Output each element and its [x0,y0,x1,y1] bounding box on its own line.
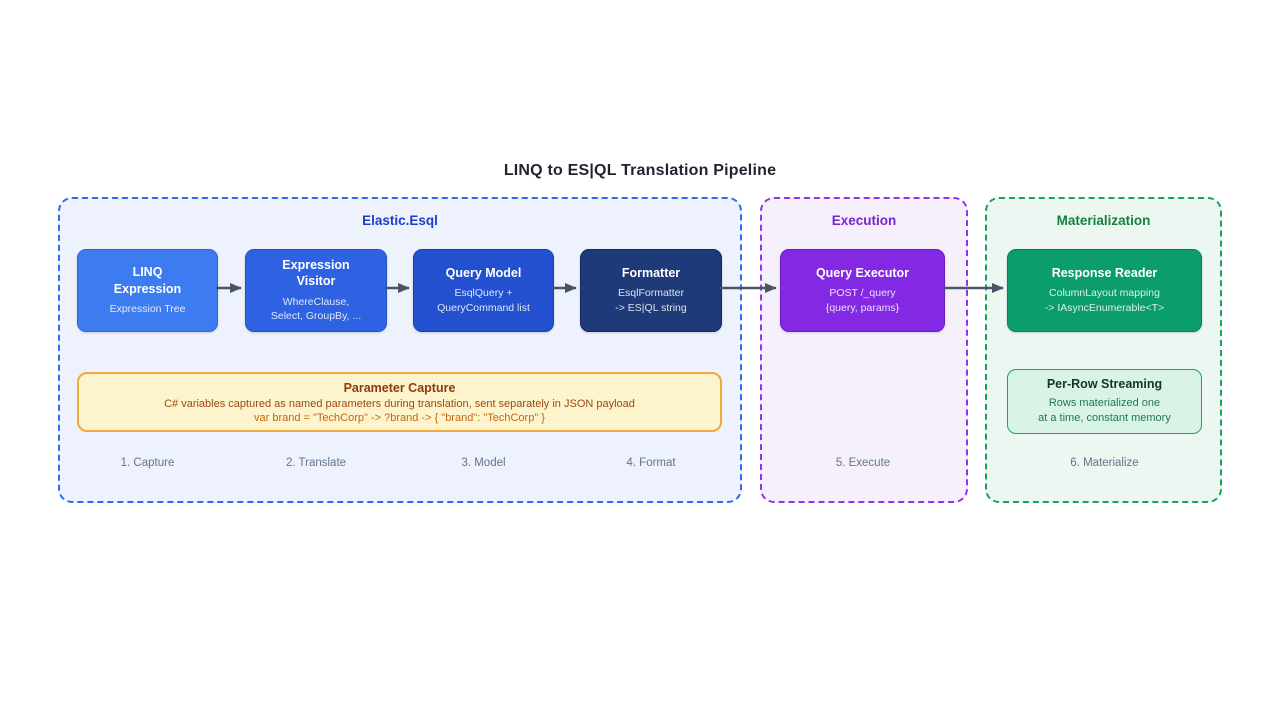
node-query-model: Query Model EsqlQuery + QueryCommand lis… [413,249,554,332]
node-formatter-subtitle: EsqlFormatter -> ES|QL string [615,287,687,315]
node-response-reader: Response Reader ColumnLayout mapping -> … [1007,249,1202,332]
step-label-capture: 1. Capture [120,457,175,469]
group-materialization-label: Materialization [1056,213,1151,228]
step-label-model: 3. Model [461,457,506,469]
node-response-reader-subtitle: ColumnLayout mapping -> IAsyncEnumerable… [1044,287,1165,315]
group-elastic-esql-label: Elastic.Esql [362,213,438,228]
node-expression-visitor-title: Expression Visitor [282,258,350,289]
group-materialization: Materialization Response Reader ColumnLa… [985,197,1222,503]
parameter-capture-title: Parameter Capture [343,380,456,395]
node-expression-visitor: Expression Visitor WhereClause, Select, … [245,249,387,332]
parameter-capture-description: C# variables captured as named parameter… [164,397,635,410]
parameter-capture-example: var brand = "TechCorp" -> ?brand -> { "b… [254,411,545,424]
node-formatter-title: Formatter [621,266,681,281]
step-label-execute: 5. Execute [835,457,891,469]
node-expression-visitor-subtitle: WhereClause, Select, GroupBy, ... [270,295,362,323]
node-query-executor-subtitle: POST /_query {query, params} [825,287,900,315]
step-label-format: 4. Format [626,457,676,469]
group-execution: Execution Query Executor POST /_query {q… [760,197,968,503]
diagram-title: LINQ to ES|QL Translation Pipeline [503,162,777,179]
node-per-row-streaming-subtitle: Rows materialized one at a time, constan… [1038,396,1171,425]
node-linq-expression-title: LINQ Expression [113,265,182,296]
node-query-executor: Query Executor POST /_query {query, para… [780,249,945,332]
node-query-model-title: Query Model [445,266,522,281]
node-query-executor-title: Query Executor [815,266,910,281]
group-execution-label: Execution [831,213,897,228]
node-formatter: Formatter EsqlFormatter -> ES|QL string [580,249,722,332]
step-label-translate: 2. Translate [285,457,347,469]
step-label-materialize: 6. Materialize [1070,457,1139,469]
node-response-reader-title: Response Reader [1051,266,1158,281]
node-linq-expression: LINQ Expression Expression Tree [77,249,218,332]
node-linq-expression-subtitle: Expression Tree [109,302,186,315]
parameter-capture-box: Parameter Capture C# variables captured … [77,372,722,432]
node-query-model-subtitle: EsqlQuery + QueryCommand list [437,287,530,315]
node-per-row-streaming: Per-Row Streaming Rows materialized one … [1007,369,1202,434]
node-per-row-streaming-title: Per-Row Streaming [1046,377,1163,392]
group-elastic-esql: Elastic.Esql LINQ Expression Expression … [58,197,742,503]
